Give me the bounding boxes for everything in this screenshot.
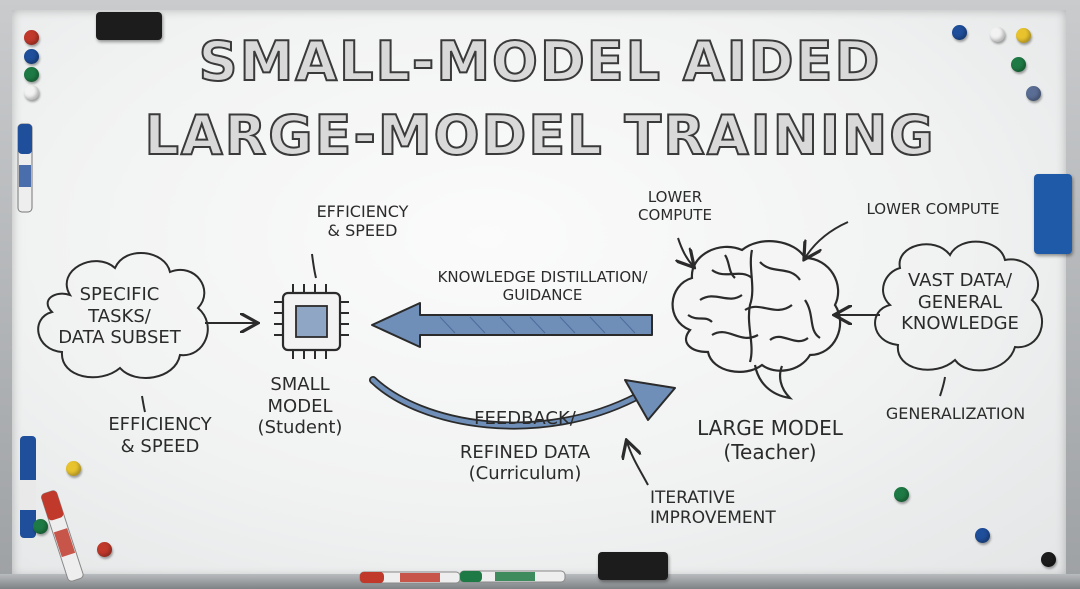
marker-blue-bottom-icon — [20, 436, 36, 538]
magnet-red-icon — [24, 30, 39, 45]
cloud-left-line-1: SPECIFIC — [79, 284, 160, 305]
magnet-green-icon — [1011, 57, 1026, 72]
large-model-label: LARGE MODEL (Teacher) — [680, 416, 860, 464]
magnet-yellow-icon — [66, 461, 81, 476]
iterative-line-1: ITERATIVE — [650, 488, 736, 508]
marker-blue-top-icon — [17, 123, 33, 213]
magnet-green-icon — [24, 67, 39, 82]
large-model-line-1: LARGE MODEL — [697, 416, 843, 440]
small-model-line-1: SMALL — [270, 374, 330, 395]
feedback-line-1: FEEDBACK/ — [474, 408, 576, 429]
distillation-label: KNOWLEDGE DISTILLATION/ GUIDANCE — [420, 268, 665, 304]
title-line-2: LARGE-MODEL TRAINING — [143, 103, 936, 168]
magnet-green-icon — [33, 519, 48, 534]
distillation-arrow — [371, 302, 653, 348]
cloud-right-line-2: GENERAL — [917, 291, 1003, 313]
chip-label: EFFICIENCY & SPEED — [300, 202, 425, 240]
tick-generalization — [939, 376, 946, 397]
cloud-right-text: VAST DATA/ GENERAL KNOWLEDGE — [885, 270, 1035, 335]
cloud-left-line-3: DATA SUBSET — [58, 327, 181, 349]
small-model-label: SMALL MODEL (Student) — [250, 374, 350, 439]
large-model-line-2: (Teacher) — [723, 440, 817, 464]
cloud-right-line-3: KNOWLEDGE — [901, 313, 1019, 335]
small-model-line-2: MODEL — [267, 395, 333, 417]
brain-top-left-line-2: COMPUTE — [638, 206, 712, 224]
title-line-1: SMALL-MODEL AIDED — [198, 29, 882, 94]
arrow-iterative — [627, 442, 649, 486]
magnet-red-icon — [97, 542, 112, 557]
marker-green-tray-icon — [459, 570, 566, 583]
eraser-bottom-icon — [598, 552, 668, 580]
marker-red-icon — [41, 490, 84, 582]
magnet-blue-icon — [952, 25, 967, 40]
iterative-label: ITERATIVE IMPROVEMENT — [650, 488, 790, 529]
feedback-label: FEEDBACK/ REFINED DATA (Curriculum) — [455, 408, 595, 485]
feedback-arrowhead — [624, 379, 676, 421]
feedback-line-3: (Curriculum) — [468, 463, 582, 485]
eraser-top-left-icon — [96, 12, 162, 40]
brain-top-left-line-1: LOWER — [647, 188, 703, 206]
chip-label-line-2: & SPEED — [327, 221, 398, 241]
tick-chip-label — [311, 253, 317, 279]
cloud-left-label-line-1: EFFICIENCY — [108, 414, 212, 435]
brain-top-right-label: LOWER COMPUTE — [866, 200, 1000, 218]
arrow-lower-compute-left — [678, 237, 693, 266]
generalization-label: GENERALIZATION — [885, 404, 1026, 423]
brain-top-left-label: LOWER COMPUTE — [620, 188, 730, 224]
cloud-left-label-line-2: & SPEED — [120, 435, 200, 457]
magnet-black-icon — [1041, 552, 1056, 567]
arrow-lower-compute-right — [805, 221, 849, 258]
magnet-white-icon — [24, 85, 39, 100]
board-surface — [12, 10, 1066, 577]
magnet-green-icon — [894, 487, 909, 502]
cloud-right-line-1: VAST DATA/ — [907, 270, 1013, 291]
tick-cloud-left-label — [141, 395, 146, 413]
cloud-right — [874, 240, 1043, 372]
cloud-left — [37, 252, 209, 379]
distillation-line-2: GUIDANCE — [502, 286, 583, 304]
magnet-blue-icon — [975, 528, 990, 543]
chip-icon — [274, 284, 349, 359]
eraser-right-icon — [1034, 174, 1072, 254]
feedback-line-2: REFINED DATA — [459, 441, 591, 463]
magnet-yellow-icon — [1016, 28, 1031, 43]
magnet-blue-icon — [24, 49, 39, 64]
iterative-line-2: IMPROVEMENT — [650, 508, 776, 529]
chip-label-line-1: EFFICIENCY — [316, 202, 409, 221]
cloud-left-label: EFFICIENCY & SPEED — [95, 414, 225, 457]
magnet-slate-icon — [1026, 86, 1041, 101]
marker-red-tray-icon — [359, 571, 461, 584]
cloud-left-text: SPECIFIC TASKS/ DATA SUBSET — [57, 284, 182, 349]
distillation-line-1: KNOWLEDGE DISTILLATION/ — [437, 268, 648, 286]
cloud-left-line-2: TASKS/ — [88, 305, 151, 327]
magnet-white-icon — [990, 27, 1005, 42]
small-model-line-3: (Student) — [257, 417, 343, 439]
